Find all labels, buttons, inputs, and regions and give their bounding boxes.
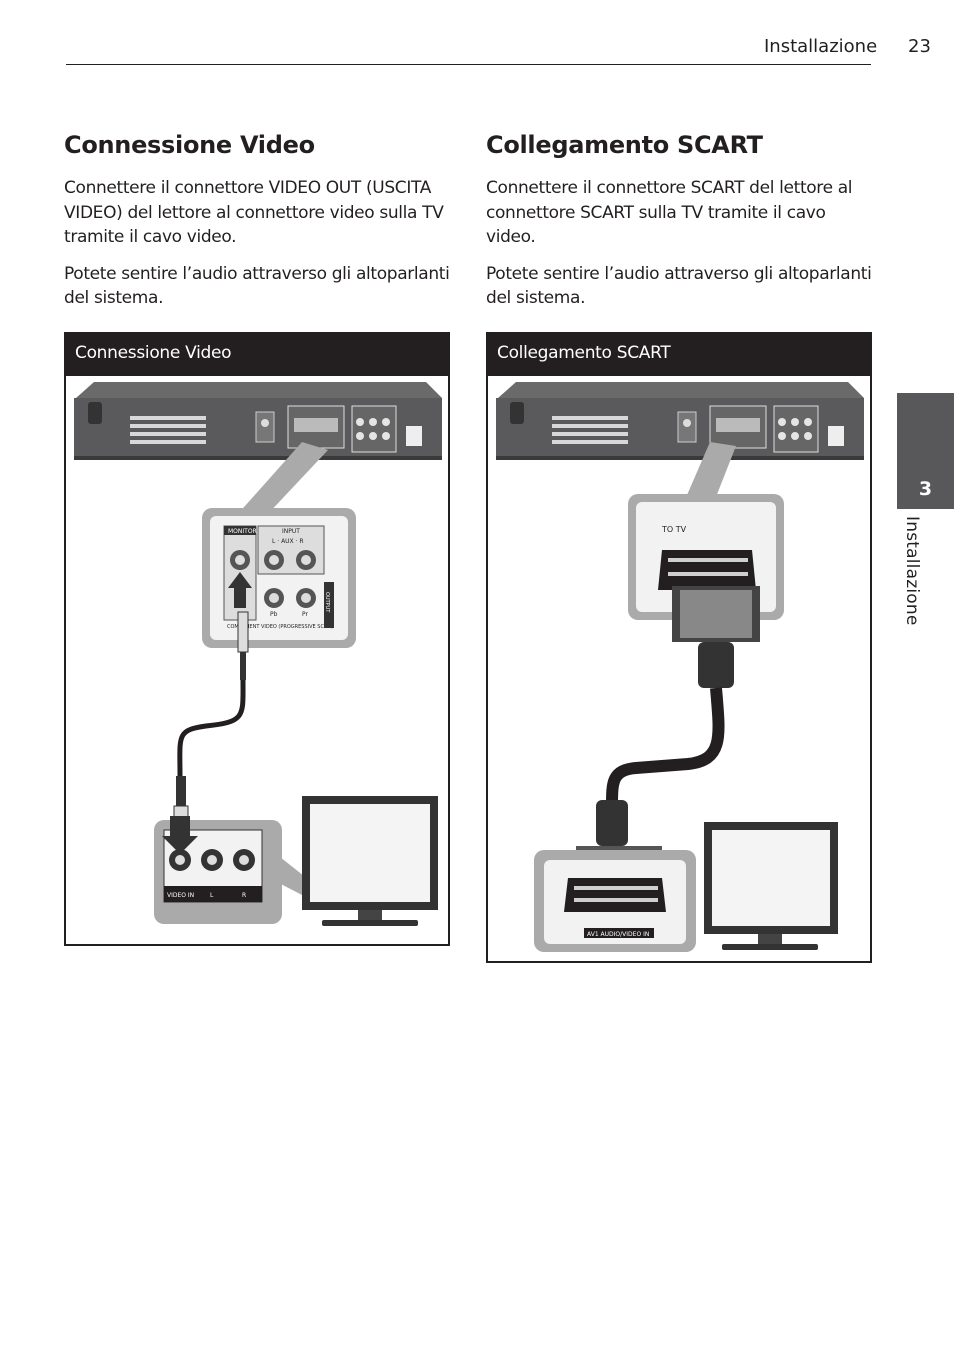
figure-scart-connection: Collegamento SCART TO [486, 332, 872, 963]
chapter-label: Installazione [902, 516, 922, 626]
arrow-down-icon [162, 816, 198, 854]
label-pb: Pb [270, 611, 278, 618]
callout-connector-zoom: MONITOR INPUT L · AUX · R Pb Pr COMPONEN… [202, 442, 356, 648]
arrow-up-icon [228, 572, 252, 608]
label-monitor: MONITOR [228, 528, 257, 535]
figure-title: Connessione Video [66, 334, 448, 376]
video-connection-illustration: MONITOR INPUT L · AUX · R Pb Pr COMPONEN… [74, 382, 442, 926]
label-input: INPUT [282, 528, 300, 535]
label-to-tv: TO TV [661, 525, 687, 534]
player-back-panel [496, 382, 864, 460]
section-title: Collegamento SCART [486, 131, 763, 159]
paragraph: Potete sentire l’audio attraverso gli al… [486, 263, 872, 309]
paragraph: Connettere il connettore VIDEO OUT (USCI… [64, 178, 444, 247]
page-number: 23 [908, 36, 931, 57]
figure-title: Collegamento SCART [488, 334, 870, 376]
running-header-section: Installazione [764, 36, 878, 57]
callout-scart-zoom: TO TV [628, 442, 784, 620]
rca-jack [230, 550, 316, 608]
tv-monitor [302, 796, 438, 926]
section-scart-connection: Collegamento SCART Connettere il connett… [486, 128, 872, 311]
label-l: L [210, 892, 214, 899]
label-aux: L · AUX · R [272, 538, 304, 545]
section-video-connection: Connessione Video Connettere il connetto… [64, 128, 450, 311]
scart-socket [658, 550, 756, 590]
label-av1: AV1 AUDIO/VIDEO IN [587, 931, 649, 938]
figure-video-connection: Connessione Video [64, 332, 450, 946]
player-back-panel [74, 382, 442, 460]
tv-input-panel: VIDEO IN L R [154, 816, 304, 924]
header-rule [66, 64, 871, 65]
tv-monitor [704, 822, 838, 950]
label-r: R [242, 892, 246, 899]
label-output: OUTPUT [324, 592, 330, 613]
scart-connection-illustration: TO TV AV1 AUDIO/VIDEO IN [496, 382, 864, 952]
label-component: COMPONENT VIDEO (PROGRESSIVE SCAN) [227, 624, 333, 630]
label-pr: Pr [302, 611, 309, 618]
chapter-number: 3 [918, 478, 933, 500]
label-video-in: VIDEO IN [167, 892, 194, 899]
paragraph: Connettere il connettore SCART del letto… [486, 178, 853, 247]
tv-scart-panel: AV1 AUDIO/VIDEO IN [534, 850, 696, 952]
paragraph: Potete sentire l’audio attraverso gli al… [64, 263, 450, 309]
chapter-tab [897, 393, 954, 509]
section-title: Connessione Video [64, 131, 315, 159]
